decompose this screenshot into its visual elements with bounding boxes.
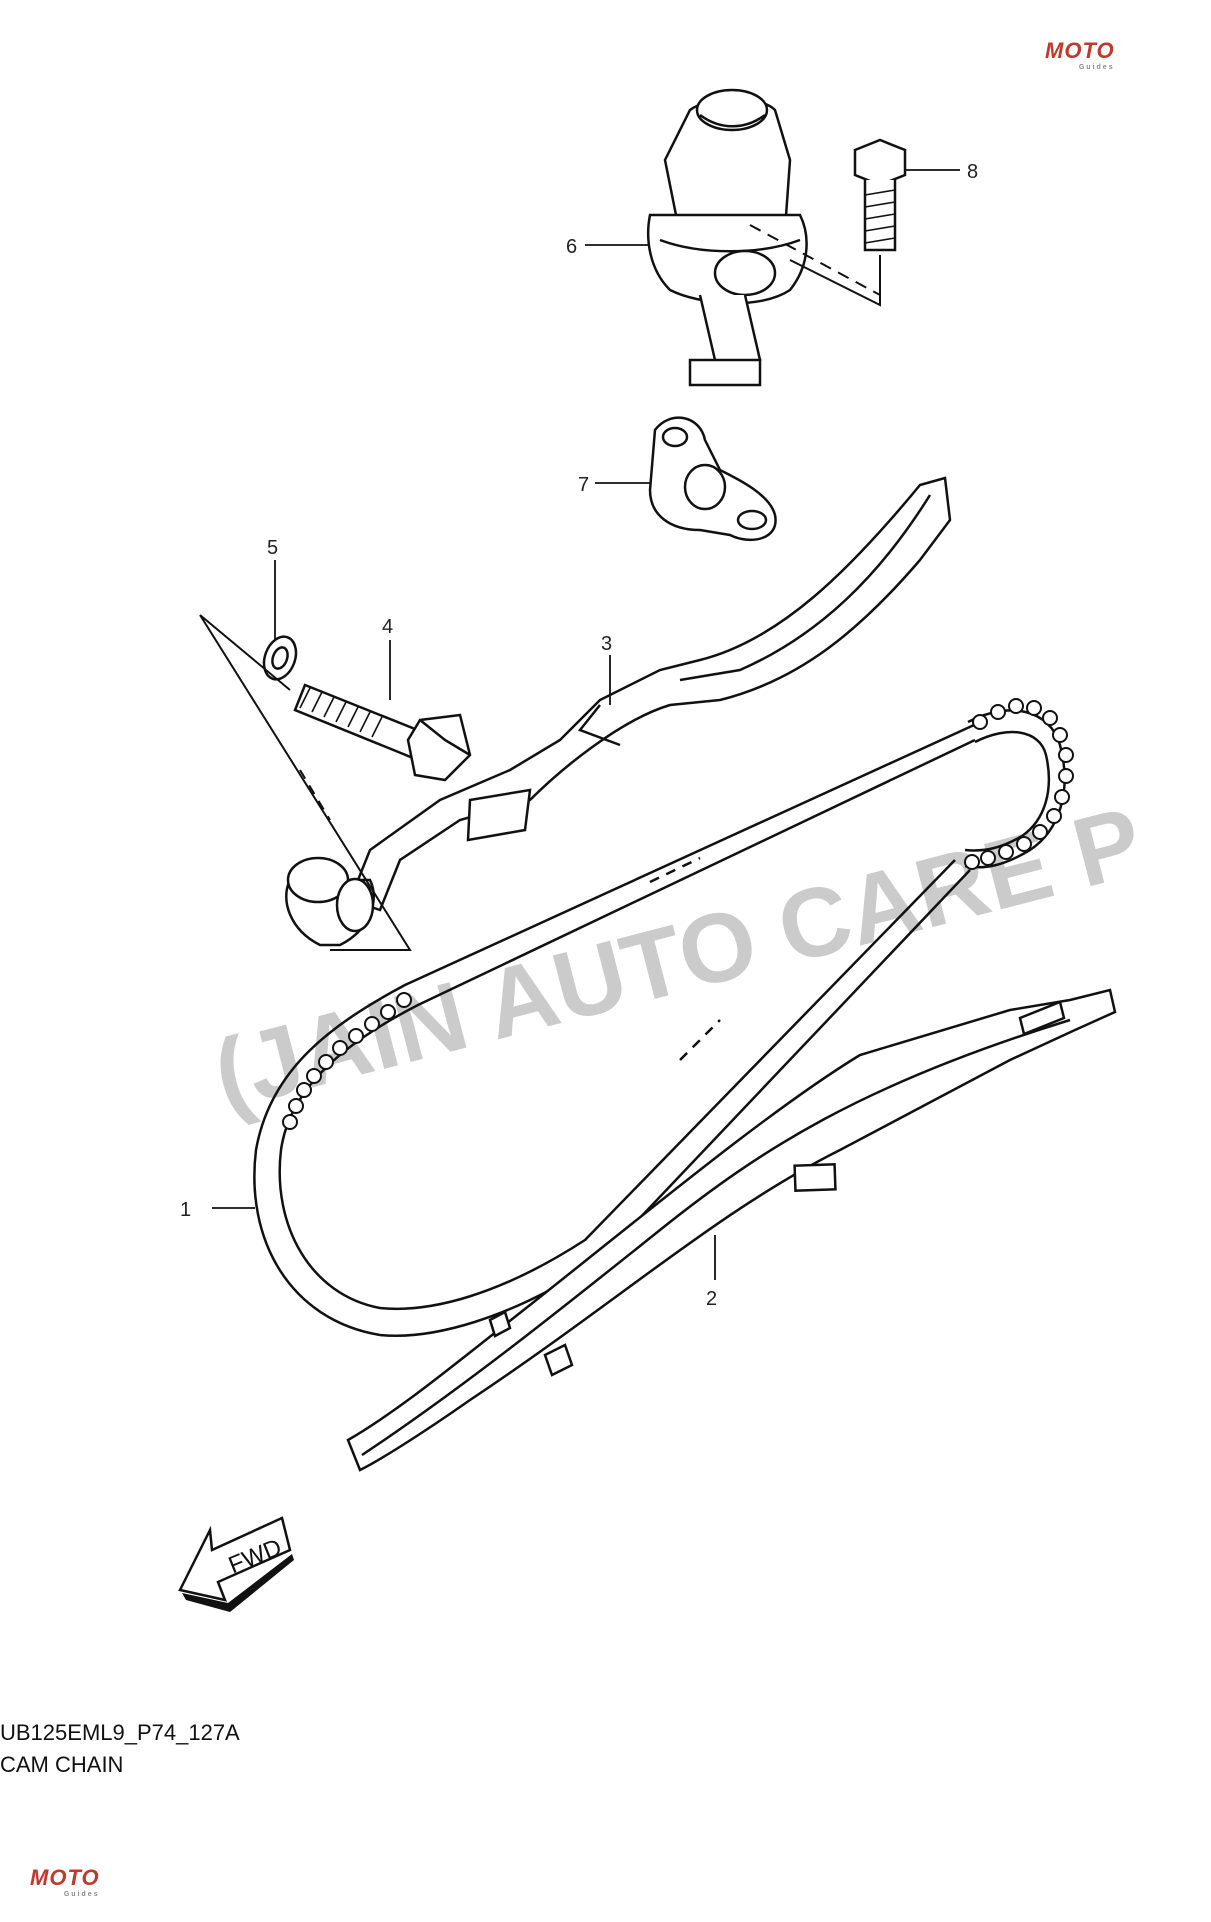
logo-subtext: Guides — [1078, 64, 1115, 71]
logo-text: MOTO — [1045, 38, 1115, 63]
assembly-guide-dash — [299, 769, 331, 821]
collar — [285, 856, 375, 947]
tensioner-mount-bolt — [853, 138, 907, 252]
callout-8: 8 — [967, 161, 978, 183]
callout-6: 6 — [566, 236, 577, 258]
chain-tensioner-arm — [348, 476, 952, 912]
moto-logo-bottom: MOTO Guides — [30, 1865, 100, 1898]
tensioner-bolt — [293, 683, 472, 782]
diagram-code: UB125EML9_P74_127A — [0, 1720, 240, 1745]
chain-guide — [346, 988, 1117, 1472]
leader-lines — [212, 169, 960, 1280]
logo-subtext: Guides — [63, 1891, 100, 1898]
chain-links — [282, 698, 1074, 1130]
assembly-guide-line — [199, 614, 412, 951]
callout-2: 2 — [706, 1288, 717, 1310]
bolt-to-tensioner-solid — [789, 255, 881, 307]
logo-text: MOTO — [30, 1865, 100, 1890]
callout-4: 4 — [382, 616, 393, 638]
callout-7: 7 — [578, 474, 589, 496]
washer — [262, 635, 298, 681]
cam-chain-tensioner — [646, 88, 808, 387]
callout-1: 1 — [180, 1199, 191, 1221]
diagram-title: CAM CHAIN — [0, 1752, 124, 1777]
forward-direction-arrow: FWD — [178, 1516, 294, 1612]
callout-5: 5 — [267, 537, 278, 559]
moto-logo-top: MOTO Guides — [1045, 38, 1115, 71]
tensioner-gasket — [648, 416, 777, 542]
watermark-text: (JAIN AUTO CARE P — [203, 785, 1153, 1130]
callout-3: 3 — [601, 633, 612, 655]
